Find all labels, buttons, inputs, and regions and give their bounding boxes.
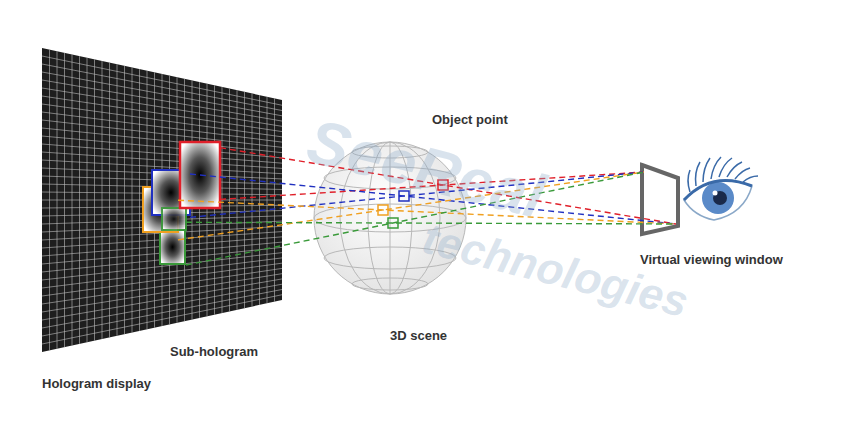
pixel-grid: [42, 50, 282, 351]
eye: [684, 157, 758, 220]
grid-line: [42, 268, 282, 304]
grid-line: [42, 96, 282, 132]
grid-line: [42, 120, 282, 147]
grid-line: [42, 289, 282, 336]
part-label: Hologram display: [42, 376, 151, 392]
sub-holograms: [143, 142, 220, 264]
grid-line: [42, 152, 282, 168]
grid-line: [42, 64, 282, 111]
grid-line: [42, 284, 282, 328]
grid-line: [42, 112, 282, 142]
grid-line: [42, 295, 282, 344]
part-label: Sub-hologram: [170, 344, 258, 360]
grid-line: [42, 56, 282, 105]
grid-line: [42, 279, 282, 320]
scene-label: 3D scene: [390, 328, 447, 344]
scene-label: Object point: [432, 112, 508, 128]
part-label: Virtual viewing window: [640, 252, 783, 268]
hologram-panel: [42, 48, 282, 352]
grid-line: [42, 80, 282, 121]
grid-line: [42, 128, 282, 153]
